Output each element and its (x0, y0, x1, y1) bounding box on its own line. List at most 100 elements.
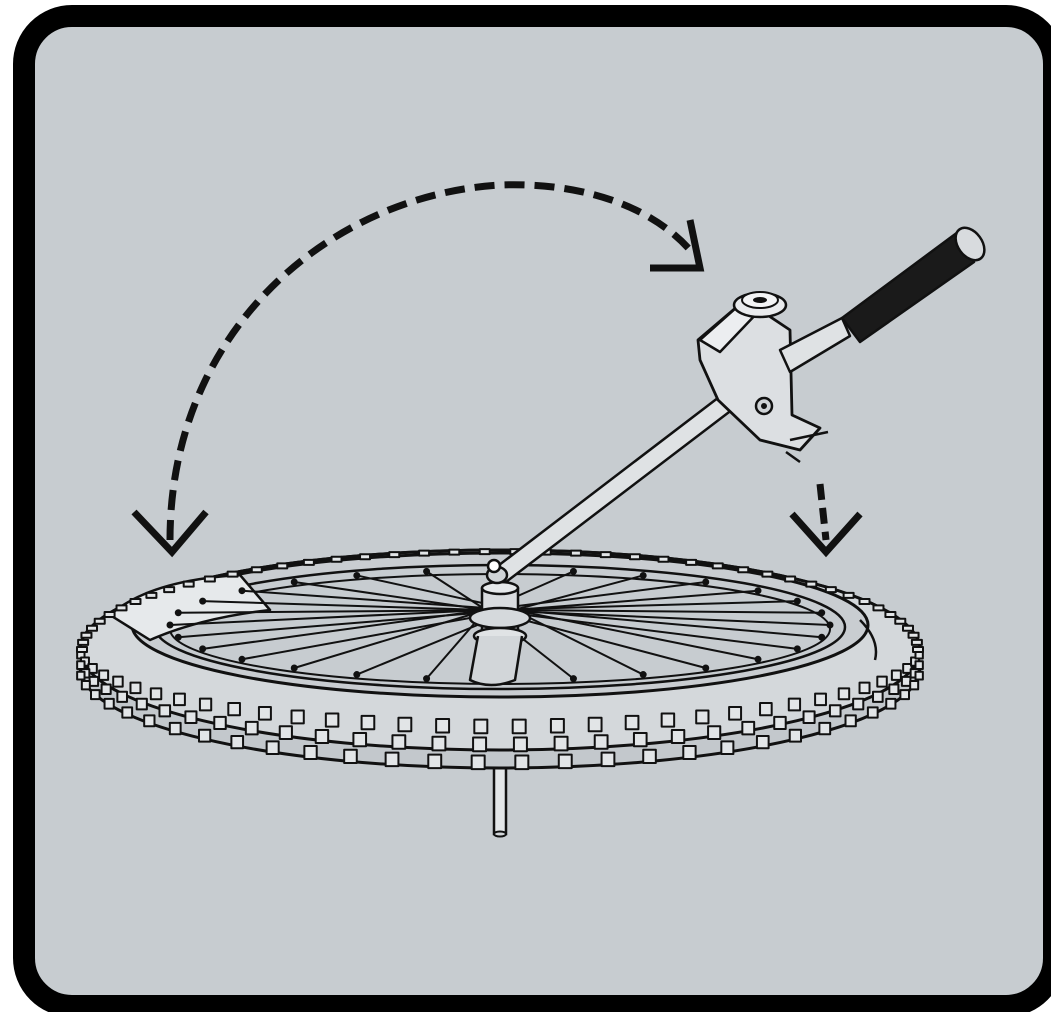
tread-edge-knob (129, 598, 142, 606)
tread-edge-knob (711, 562, 724, 570)
tread-edge-knob (359, 553, 372, 561)
spoke (485, 600, 798, 611)
tread-edge-knob (478, 548, 491, 556)
tread-block (828, 704, 842, 718)
spoke-nipple (639, 571, 647, 579)
tread-block (397, 716, 413, 733)
tread-block (900, 675, 912, 687)
tread-edge-knob (226, 570, 239, 578)
spoke-nipple (174, 609, 182, 617)
tread-block (593, 734, 609, 750)
spoke (513, 609, 644, 676)
spoke (169, 609, 487, 626)
tread-block (759, 702, 773, 717)
spoke (485, 609, 798, 650)
tread-block (728, 706, 743, 721)
tread-block (173, 692, 186, 707)
tread-edge-knob (77, 638, 90, 646)
spoke-nipple (423, 675, 431, 683)
tread-edge-knob (330, 555, 343, 563)
tread-edge-knob (784, 575, 797, 583)
tread-block (88, 675, 100, 687)
tread-edge-knob (685, 558, 698, 566)
tread-block (632, 731, 648, 748)
spoke-nipple (290, 664, 298, 672)
tread-edge-knob (805, 580, 818, 588)
tread-edge-knob (250, 566, 263, 574)
bicycle-wheel-icon (76, 548, 924, 771)
spoke-nipple (423, 567, 431, 575)
spoke (178, 609, 515, 614)
tread-block (818, 721, 832, 736)
dashed-curved-arrow-icon (131, 181, 705, 558)
tread-block (888, 683, 900, 695)
tread-block (290, 709, 305, 725)
tread-edge-knob (599, 551, 612, 559)
tread-block (885, 697, 897, 710)
spoke (202, 600, 487, 611)
tread-block (135, 697, 148, 711)
tread-block (642, 748, 657, 765)
tread-block (343, 748, 358, 765)
wheel-hub (468, 580, 532, 687)
tread-block (76, 660, 86, 671)
tread-edge-knob (569, 549, 582, 557)
tread-block (788, 728, 803, 743)
tread-block (116, 690, 128, 703)
spoke (485, 581, 706, 611)
spoke-nipple (353, 571, 361, 579)
panel-frame (13, 5, 1051, 1012)
tread-block (303, 745, 318, 760)
spoke-nipple (818, 609, 826, 617)
tread-block (121, 706, 134, 719)
tread-block (876, 675, 888, 688)
dashed-down-arrow-icon (789, 483, 863, 558)
tread-block (257, 706, 272, 721)
spoke-nipple (353, 671, 361, 679)
tread-edge-knob (103, 610, 116, 618)
tread-block (802, 710, 816, 724)
spoke-nipple (569, 675, 577, 683)
tread-edge-knob (302, 558, 315, 566)
tread-block (197, 728, 212, 743)
tread-block (265, 740, 280, 756)
tread-block (143, 714, 156, 728)
tread-block (858, 681, 871, 695)
tread-block (837, 687, 851, 701)
tread-block (720, 740, 735, 756)
tread-edge-knob (761, 570, 774, 578)
tread-block (787, 697, 802, 712)
tread-block (129, 681, 142, 695)
tread-block (98, 669, 110, 681)
tread-block (909, 680, 920, 691)
tread-block (852, 697, 865, 711)
spoke-nipple (199, 645, 207, 653)
tread-block (844, 714, 857, 728)
tread-block (624, 714, 640, 731)
tread-block (814, 692, 827, 707)
tread-block (914, 670, 924, 681)
tread-block (557, 753, 573, 770)
tread-block (384, 751, 400, 768)
tread-edge-knob (80, 631, 93, 639)
tread-block (470, 754, 486, 771)
tread-edge-knob (901, 624, 914, 632)
tread-block (553, 735, 569, 752)
tread-edge-knob (912, 646, 924, 653)
tread-block (511, 718, 527, 735)
tread-edge-knob (907, 631, 920, 639)
tread-block (914, 660, 924, 671)
spoke (513, 609, 822, 614)
tread-edge-knob (628, 553, 641, 561)
tread-edge-knob (76, 646, 88, 653)
tread-edge-knob (182, 580, 195, 588)
tread-block (427, 753, 443, 770)
tread-block (660, 712, 676, 728)
tread-edge-knob (448, 548, 461, 556)
spoke-nipple (793, 597, 801, 605)
spoke (178, 609, 515, 639)
tread-block (149, 687, 163, 701)
tread-edge-knob (657, 555, 670, 563)
tread-block (695, 709, 710, 725)
tread-edge-knob (894, 617, 907, 625)
